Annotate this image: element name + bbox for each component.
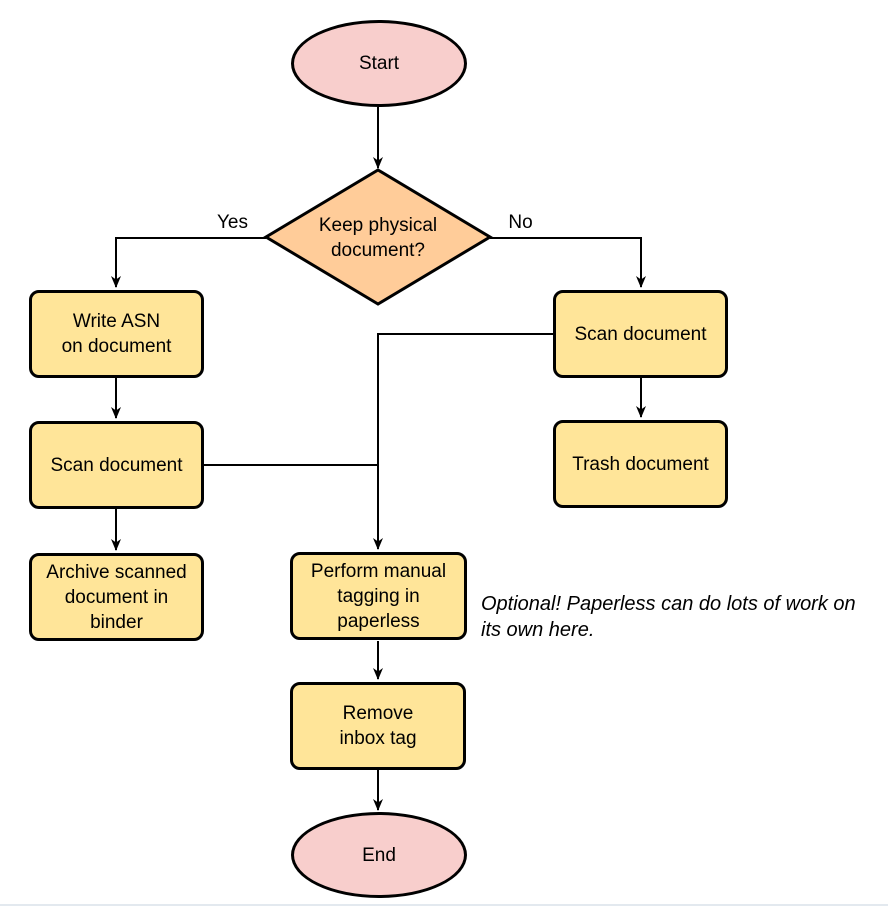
page-bottom-edge	[0, 904, 888, 906]
edge-scan-right-to-tagging	[373, 333, 553, 550]
node-end: End	[291, 812, 467, 898]
node-trash-document: Trash document	[553, 420, 728, 508]
node-scan-document-left-label: Scan document	[50, 454, 183, 476]
node-start: Start	[291, 20, 467, 107]
node-decision: Keep physical document?	[266, 205, 490, 271]
node-decision-label-line2: document?	[330, 240, 425, 261]
annotation-line2: its own here.	[481, 619, 595, 641]
node-scan-document-right: Scan document	[553, 290, 728, 378]
decision-diamond-shape	[263, 168, 493, 306]
node-write-asn-line2: on document	[61, 336, 172, 357]
edge-label-no: No	[508, 212, 533, 233]
node-remove-inbox-tag: Remove inbox tag	[290, 682, 466, 770]
annotation-line1: Optional! Paperless can do lots of work …	[481, 593, 856, 615]
node-manual-tagging: Perform manual tagging in paperless	[290, 552, 467, 640]
node-remove-inbox-line1: Remove	[342, 703, 414, 724]
node-write-asn-line1: Write ASN	[72, 311, 161, 332]
annotation-optional-note: Optional! Paperless can do lots of work …	[481, 591, 856, 643]
node-archive-document: Archive scanned document in binder	[29, 553, 204, 641]
node-archive-line1: Archive scanned	[46, 561, 187, 583]
node-scan-document-left: Scan document	[29, 421, 204, 509]
node-decision-label-line1: Keep physical	[318, 215, 438, 236]
edge-decision-no-to-scan-right	[490, 237, 646, 288]
node-archive-line3: binder	[90, 611, 143, 633]
node-start-label: Start	[358, 53, 400, 74]
node-write-asn: Write ASN on document	[29, 290, 204, 378]
edge-label-yes: Yes	[217, 212, 248, 233]
node-trash-document-label: Trash document	[572, 453, 709, 475]
node-manual-tagging-line3: paperless	[337, 610, 420, 632]
node-archive-line2: document in	[64, 586, 169, 608]
node-manual-tagging-line1: Perform manual	[310, 560, 447, 582]
edge-decision-yes-to-write-asn	[111, 237, 266, 288]
node-manual-tagging-line2: tagging in	[337, 585, 420, 607]
node-remove-inbox-line2: inbox tag	[339, 728, 417, 749]
node-scan-document-right-label: Scan document	[574, 323, 707, 345]
node-end-label: End	[362, 844, 396, 866]
